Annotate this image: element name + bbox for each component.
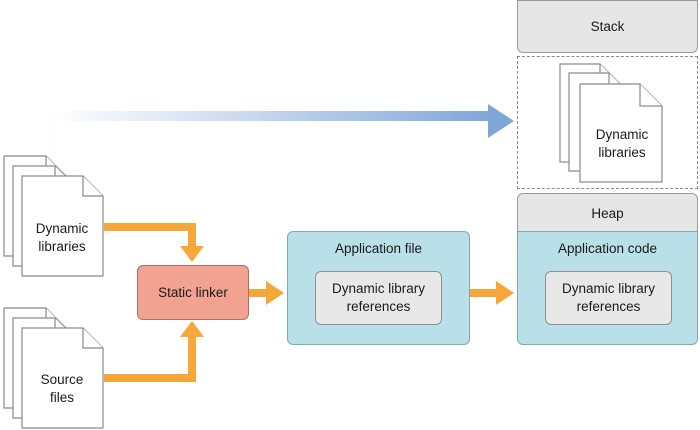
app-code-references-line2: references bbox=[576, 299, 641, 314]
dynamic-libraries-label: Dynamic libraries bbox=[22, 220, 102, 256]
stack-region: Stack bbox=[517, 0, 698, 53]
app-file-library-references-box: Dynamic library references bbox=[315, 271, 442, 325]
arrow-linker-to-app-file bbox=[249, 281, 284, 305]
stack-content-area bbox=[517, 56, 698, 189]
app-code-references-line1: Dynamic library bbox=[561, 281, 656, 296]
application-code-box: Application code Dynamic library referen… bbox=[517, 231, 698, 345]
application-code-title: Application code bbox=[557, 241, 658, 256]
stack-libraries-label: Dynamic libraries bbox=[582, 126, 662, 162]
dynamic-libraries-documents-icon bbox=[3, 155, 104, 277]
source-files-label: Source files bbox=[22, 371, 102, 407]
arrow-sources-to-linker bbox=[104, 321, 204, 382]
dynamic-libraries-label-line2: libraries bbox=[38, 239, 86, 254]
stack-label: Stack bbox=[590, 19, 625, 34]
app-file-references-line1: Dynamic library bbox=[331, 281, 426, 296]
stack-libraries-label-line2: libraries bbox=[598, 145, 646, 160]
stack-libraries-label-line1: Dynamic bbox=[595, 127, 649, 142]
application-file-box: Application file Dynamic library referen… bbox=[287, 231, 470, 345]
source-files-documents-icon bbox=[3, 307, 104, 429]
dynamic-libraries-label-line1: Dynamic bbox=[35, 221, 89, 236]
source-files-label-line1: Source bbox=[40, 372, 84, 387]
heap-label: Heap bbox=[591, 205, 624, 221]
stack-libraries-documents-icon bbox=[559, 63, 663, 183]
app-file-references-line2: references bbox=[346, 299, 411, 314]
arrow-app-file-to-app-code bbox=[470, 281, 514, 305]
arrow-libraries-to-linker bbox=[104, 223, 204, 262]
source-files-label-line2: files bbox=[49, 390, 74, 405]
static-linker-label: Static linker bbox=[158, 285, 228, 300]
heap-region: Heap bbox=[517, 193, 698, 233]
load-arrow-blue bbox=[44, 104, 514, 160]
load-arrow-head bbox=[488, 104, 514, 138]
app-code-library-references-box: Dynamic library references bbox=[545, 271, 672, 325]
application-file-title: Application file bbox=[334, 241, 423, 256]
static-linker-box: Static linker bbox=[137, 265, 249, 320]
